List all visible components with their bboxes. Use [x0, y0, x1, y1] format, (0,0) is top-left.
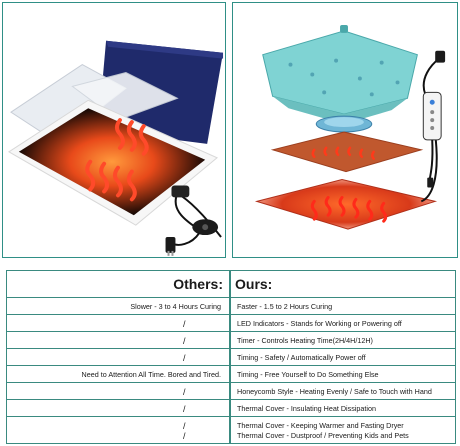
timer-controller [422, 91, 442, 141]
ours-cell: Timing - Safety / Automatically Power of… [237, 353, 366, 362]
ours-cell: LED Indicators - Stands for Working or P… [237, 319, 402, 328]
table-row: / Timing - Safety / Automatically Power … [7, 348, 455, 366]
others-cell: / [183, 335, 186, 346]
heating-element-glow [254, 179, 438, 230]
comparison-table: Others: Ours: Slower - 3 to 4 Hours Curi… [6, 270, 456, 444]
table-row: Need to Attention All Time. Bored and Ti… [7, 365, 455, 383]
others-column-header: Others: [173, 276, 223, 292]
table-row: / LED Indicators - Stands for Working or… [7, 314, 455, 332]
ours-column-header: Ours: [235, 276, 273, 292]
ours-product-photo [232, 2, 458, 258]
table-row: Slower - 3 to 4 Hours Curing Faster - 1.… [7, 297, 455, 315]
ours-cell: Timing - Free Yourself to Do Something E… [237, 370, 379, 379]
column-divider [229, 271, 231, 443]
heat-wave-icon [310, 195, 388, 223]
others-cell: / [183, 352, 186, 363]
ours-heating-pad-illustration [254, 24, 446, 230]
others-cell: / [183, 403, 186, 414]
table-row: / Timer - Controls Heating Time(2H/4H/12… [7, 331, 455, 349]
others-cell: Slower - 3 to 4 Hours Curing [130, 302, 221, 311]
others-cell: / [183, 430, 186, 441]
others-cell: Need to Attention All Time. Bored and Ti… [81, 370, 221, 379]
heating-element-glow [18, 108, 206, 216]
others-heating-pad-illustration [7, 40, 224, 256]
led-indicator-icon [429, 99, 435, 105]
others-cell: / [183, 420, 186, 431]
honeycomb-mat [270, 131, 424, 173]
plug-icon [165, 237, 176, 253]
ours-cell: Thermal Cover - Dustproof / Preventing K… [237, 431, 409, 440]
table-row: / Thermal Cover - Dustproof / Preventing… [7, 426, 455, 444]
cable-connector [171, 185, 190, 198]
ours-cell: Faster - 1.5 to 2 Hours Curing [237, 302, 333, 311]
table-row: / Thermal Cover - Insulating Heat Dissip… [7, 399, 455, 417]
others-cell: / [183, 386, 186, 397]
others-cell: / [183, 318, 186, 329]
ours-cell: Honeycomb Style - Heating Evenly / Safe … [237, 387, 432, 396]
plug-icon [435, 50, 446, 63]
ours-cell: Thermal Cover - Insulating Heat Dissipat… [237, 404, 377, 413]
ours-cell: Timer - Controls Heating Time(2H/4H/12H) [237, 336, 373, 345]
table-row: / Honeycomb Style - Heating Evenly / Saf… [7, 382, 455, 400]
thermal-cover [262, 24, 418, 125]
ours-cell: Thermal Cover - Keeping Warmer and Fasti… [237, 421, 404, 430]
others-product-photo [2, 2, 226, 258]
table-row: / Thermal Cover - Keeping Warmer and Fas… [7, 416, 455, 434]
heat-wave-icon [85, 118, 149, 202]
